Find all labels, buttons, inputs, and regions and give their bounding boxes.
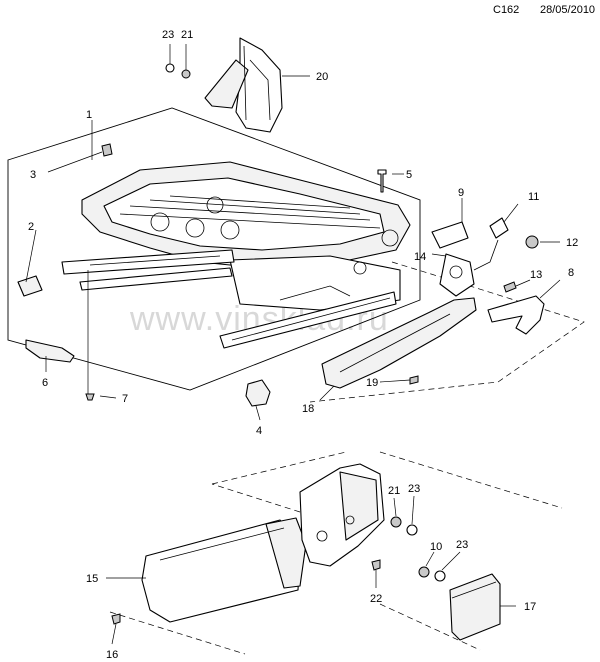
- diagram-date: 28/05/2010: [540, 4, 596, 16]
- callout-23-low: 23: [456, 539, 468, 551]
- diagram-code: C162: [493, 4, 520, 16]
- part-16-screw: [111, 613, 121, 625]
- part-11-12-cable-end: [489, 217, 539, 249]
- callout-labels: 1 2 3 4 5 6 7 8 9 10 11 12 13 14 15 16 1…: [28, 29, 578, 661]
- part-18-side-cover: [321, 297, 477, 389]
- callout-8: 8: [568, 267, 574, 279]
- callout-15: 15: [86, 573, 98, 585]
- callout-4: 4: [256, 425, 262, 437]
- callout-1: 1: [86, 109, 92, 121]
- callout-21-top: 21: [181, 29, 193, 41]
- callout-22: 22: [370, 593, 382, 605]
- part-22-screw: [371, 559, 381, 571]
- callout-9: 9: [458, 187, 464, 199]
- callout-13: 13: [530, 269, 542, 281]
- part-4-bracket: [245, 379, 271, 407]
- callout-11: 11: [528, 191, 539, 203]
- callout-23-mid: 23: [408, 483, 420, 495]
- callout-23-top: 23: [162, 29, 174, 41]
- part-10-23-fasteners-low: [418, 566, 446, 582]
- part-13-screw: [503, 281, 517, 293]
- part-7-screw: [85, 393, 95, 401]
- part-17-end-cap: [449, 573, 501, 641]
- callout-7: 7: [122, 393, 128, 405]
- leader-lines: [25, 44, 561, 645]
- callout-19: 19: [366, 377, 378, 389]
- part-21-23-fasteners-mid: [390, 516, 418, 536]
- seat-frame-box: [7, 107, 421, 391]
- seat-frame-assembly: [61, 161, 411, 349]
- part-15-armrest: [141, 517, 307, 623]
- part-3-clip: [101, 143, 113, 157]
- part-20-backrest-bracket: [204, 37, 283, 133]
- callout-12: 12: [566, 237, 578, 249]
- part-19-screw: [409, 375, 419, 385]
- callout-10: 10: [430, 541, 442, 553]
- part-9-14-lever-mechanism: [431, 221, 499, 297]
- callout-5: 5: [406, 169, 412, 181]
- callout-16: 16: [106, 649, 118, 661]
- part-8-handle: [487, 295, 545, 335]
- armrest-support-bracket: [299, 463, 385, 567]
- callout-17: 17: [524, 601, 536, 613]
- callout-21-mid: 21: [388, 485, 400, 497]
- part-6-side-trim: [25, 339, 75, 363]
- callout-2: 2: [28, 221, 34, 233]
- part-5-bolt: [377, 169, 387, 193]
- part-2-slider-stop: [17, 275, 43, 297]
- callout-20: 20: [316, 71, 328, 83]
- callout-18: 18: [302, 403, 314, 415]
- part-23-21-fasteners-top: [165, 63, 191, 79]
- callout-14: 14: [414, 251, 426, 263]
- callout-3: 3: [30, 169, 36, 181]
- callout-6: 6: [42, 377, 48, 389]
